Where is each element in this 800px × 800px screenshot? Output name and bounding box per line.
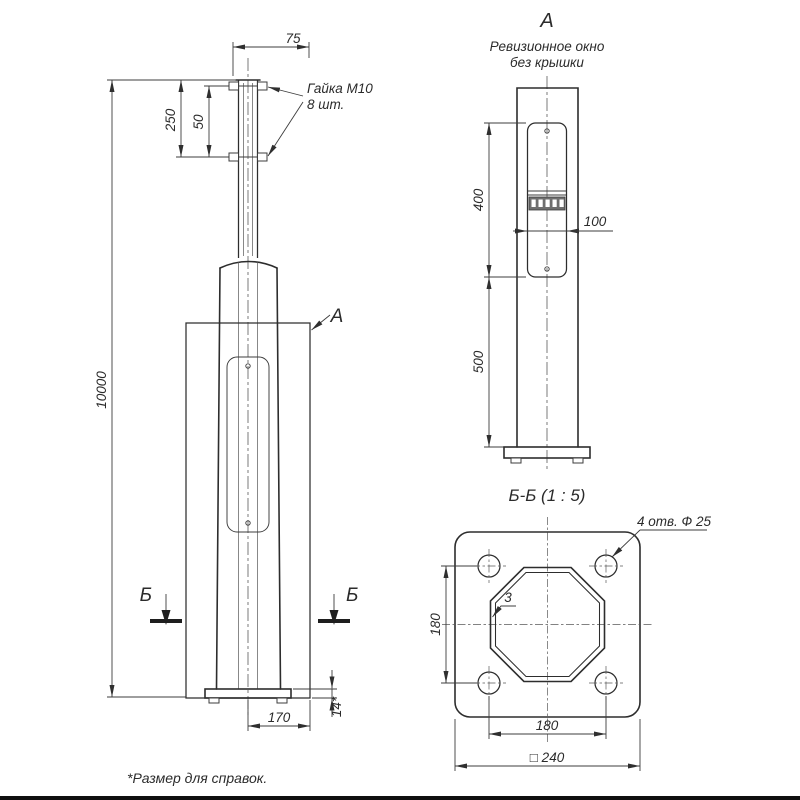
pole-section-outer-octagon bbox=[489, 566, 606, 683]
nut-leader-top bbox=[267, 86, 304, 97]
terminal-cell bbox=[559, 199, 564, 207]
terminal-cell bbox=[545, 199, 550, 207]
view-a-revision-window: А Ревизионное окно без крышки 400 500 10… bbox=[471, 10, 613, 472]
section-letter-left: Б bbox=[140, 585, 152, 606]
holes-note-leader bbox=[611, 529, 641, 558]
pole-section-inner-octagon bbox=[494, 571, 601, 678]
nut-m10 bbox=[257, 81, 268, 91]
detail-a-marker: А bbox=[330, 306, 344, 327]
dim75-label: 75 bbox=[285, 31, 301, 46]
nut-m10 bbox=[228, 81, 239, 91]
wall-thickness-leader bbox=[492, 605, 516, 618]
detail-a-leader bbox=[311, 314, 331, 331]
main-view-pole-elevation: Гайка М10 8 шт. 75 250 50 10000 А bbox=[94, 31, 373, 731]
section-bb-base-plate: Б-Б (1 : 5) 3 4 отв. Ф 25 180 180 bbox=[428, 486, 712, 771]
dim500-label: 500 bbox=[471, 350, 486, 373]
view-a-screw-bottom bbox=[544, 266, 550, 272]
wall-thickness-label: 3 bbox=[504, 590, 512, 605]
window-bottom-edge bbox=[0, 796, 800, 800]
terminal-cell bbox=[552, 199, 557, 207]
window-screw-bottom bbox=[245, 520, 251, 526]
pole-shoulder-arc bbox=[219, 260, 278, 269]
dim180h-label: 180 bbox=[536, 718, 559, 733]
nut-label-line1: Гайка М10 bbox=[307, 81, 373, 96]
dim400-label: 400 bbox=[471, 188, 486, 211]
nut-label-line2: 8 шт. bbox=[307, 97, 344, 112]
bolt-hole-cross bbox=[589, 666, 623, 700]
dim170-label: 170 bbox=[268, 710, 291, 725]
dim180v-label: 180 bbox=[428, 613, 443, 636]
view-a-pole-outline bbox=[516, 87, 579, 448]
anchor-bolt-left bbox=[208, 697, 220, 704]
view-a-title: А bbox=[539, 10, 553, 32]
view-a-base-plate bbox=[503, 446, 591, 459]
window-screw-top bbox=[245, 363, 251, 369]
pole-left-edge bbox=[215, 267, 221, 690]
view-a-screw-top bbox=[544, 128, 550, 134]
dim14-label: 14* bbox=[329, 696, 344, 717]
section-letter-right: Б bbox=[346, 585, 358, 606]
terminal-cell bbox=[531, 199, 536, 207]
section-bb-title: Б-Б (1 : 5) bbox=[509, 486, 586, 505]
revision-window-opening bbox=[226, 356, 270, 533]
bolt-hole-cross bbox=[472, 666, 506, 700]
nut-m10 bbox=[228, 152, 239, 162]
section-arrow-left bbox=[161, 610, 171, 625]
dim50-label: 50 bbox=[191, 114, 206, 130]
base-plate bbox=[204, 688, 292, 699]
pole-right-edge bbox=[276, 267, 282, 690]
reference-footnote: *Размер для справок. bbox=[127, 770, 267, 786]
dim10000-label: 10000 bbox=[94, 371, 109, 409]
bolt-hole-cross bbox=[589, 549, 623, 583]
dim250-label: 250 bbox=[163, 108, 178, 132]
anchor-bolt-right bbox=[276, 697, 288, 704]
dim100-label: 100 bbox=[584, 214, 607, 229]
bolt-hole-cross bbox=[472, 549, 506, 583]
nut-leader-bottom bbox=[267, 101, 304, 157]
view-a-subtitle-line2: без крышки bbox=[510, 55, 584, 70]
holes-note-label: 4 отв. Ф 25 bbox=[637, 514, 712, 529]
dim240-label: □ 240 bbox=[530, 750, 565, 765]
view-a-subtitle-line1: Ревизионное окно bbox=[490, 39, 605, 54]
view-a-anchor-left bbox=[510, 457, 522, 464]
view-a-anchor-right bbox=[572, 457, 584, 464]
view-a-window bbox=[526, 122, 568, 278]
section-arrow-right bbox=[329, 610, 339, 625]
nut-m10 bbox=[257, 152, 268, 162]
terminal-cell bbox=[538, 199, 543, 207]
